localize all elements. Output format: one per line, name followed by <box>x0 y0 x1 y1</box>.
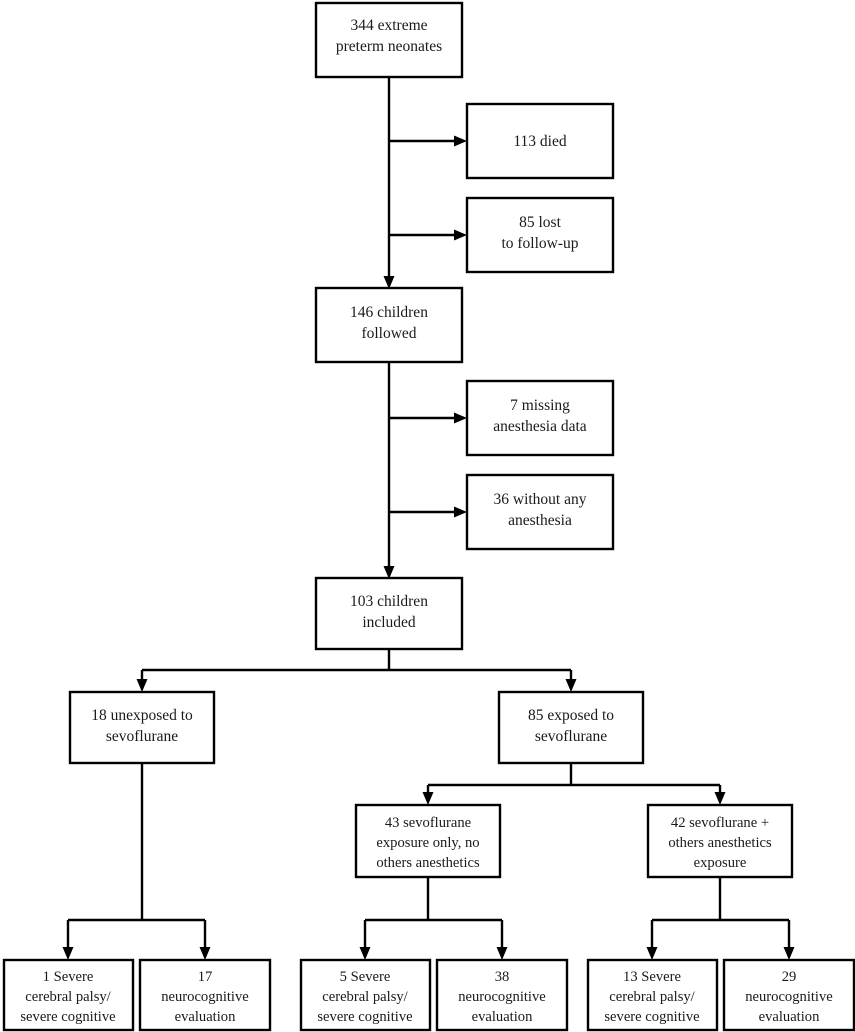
node-sevo-only-line-2: exposure only, no <box>376 835 479 851</box>
node-lost-line-1: 85 lost <box>519 214 561 231</box>
edge-sevo-plus-split-bus <box>650 877 791 954</box>
node-sevo-plus-line-3: exposure <box>694 855 747 871</box>
node-sevo-only-box[interactable] <box>354 803 502 879</box>
node-out-sevoonly-cp-line-2: cerebral palsy/ <box>322 989 408 1005</box>
node-out-unexposed-neuro-line-3: evaluation <box>175 1009 236 1025</box>
node-exposed-box[interactable] <box>497 690 645 765</box>
node-died-box[interactable] <box>465 102 615 180</box>
arrowhead-unexposed-to-neuro <box>199 947 211 960</box>
node-out-unexposed-cp-line-2: cerebral palsy/ <box>25 989 111 1005</box>
node-followed-box[interactable] <box>314 286 464 364</box>
node-out-unexposed-cp-box[interactable] <box>2 958 135 1032</box>
node-out-sevoonly-cp[interactable]: 5 Severe cerebral palsy/ severe cognitiv… <box>299 958 432 1032</box>
node-out-unexposed-neuro-line-2: neurocognitive <box>161 989 249 1005</box>
arrowhead-included-to-unexposed <box>136 679 148 692</box>
node-sevo-only-line-1: 43 sevoflurane <box>385 815 471 831</box>
node-lost[interactable]: 85 lost to follow-up <box>465 196 615 274</box>
node-out-unexposed-cp-line-1: 1 Severe <box>43 969 94 985</box>
node-included[interactable]: 103 children included <box>314 576 464 651</box>
node-no-anesthesia-line-2: anesthesia <box>508 512 572 529</box>
arrowhead-followed-to-missing-data <box>454 412 467 424</box>
node-out-sevoonly-neuro[interactable]: 38 neurocognitive evaluation <box>435 958 569 1032</box>
arrowhead-enrolled-to-died <box>454 135 467 147</box>
node-sevo-only[interactable]: 43 sevoflurane exposure only, no others … <box>354 803 502 879</box>
node-unexposed-box[interactable] <box>68 690 216 765</box>
node-sevo-plus[interactable]: 42 sevoflurane + others anesthetics expo… <box>646 803 794 879</box>
node-out-sevoplus-cp-box[interactable] <box>586 958 719 1032</box>
node-out-unexposed-neuro-line-1: 17 <box>198 969 213 985</box>
node-out-unexposed-neuro-box[interactable] <box>138 958 272 1032</box>
arrowhead-followed-to-no-anesthesia <box>454 506 467 518</box>
node-included-box[interactable] <box>314 576 464 651</box>
node-sevo-plus-line-2: others anesthetics <box>668 835 772 851</box>
node-no-anesthesia[interactable]: 36 without any anesthesia <box>465 473 615 551</box>
node-out-sevoplus-neuro[interactable]: 29 neurocognitive evaluation <box>722 958 855 1032</box>
node-out-unexposed-cp[interactable]: 1 Severe cerebral palsy/ severe cognitiv… <box>2 958 135 1032</box>
node-lost-box[interactable] <box>465 196 615 274</box>
node-unexposed[interactable]: 18 unexposed to sevoflurane <box>68 690 216 765</box>
node-enrolled-box[interactable] <box>314 1 464 79</box>
node-exposed-line-2: sevoflurane <box>535 728 607 745</box>
node-missing-data[interactable]: 7 missing anesthesia data <box>465 379 615 457</box>
edge-included-split-bus <box>140 649 573 686</box>
arrowhead-followed-to-included <box>383 566 395 579</box>
node-out-sevoonly-neuro-line-3: evaluation <box>472 1009 533 1025</box>
node-out-sevoonly-cp-box[interactable] <box>299 958 432 1032</box>
node-out-sevoplus-cp-line-1: 13 Severe <box>623 969 681 985</box>
node-out-sevoplus-neuro-line-1: 29 <box>782 969 797 985</box>
node-out-sevoplus-cp-line-2: cerebral palsy/ <box>609 989 695 1005</box>
node-no-anesthesia-box[interactable] <box>465 473 615 551</box>
node-followed[interactable]: 146 children followed <box>314 286 464 364</box>
node-died[interactable]: 113 died <box>465 102 615 180</box>
node-out-sevoplus-cp[interactable]: 13 Severe cerebral palsy/ severe cogniti… <box>586 958 719 1032</box>
node-out-sevoonly-cp-line-1: 5 Severe <box>340 969 391 985</box>
node-unexposed-line-2: sevoflurane <box>106 728 178 745</box>
node-exposed-line-1: 85 exposed to <box>528 707 614 724</box>
arrowhead-included-to-exposed <box>565 679 577 692</box>
node-sevo-plus-line-1: 42 sevoflurane + <box>671 815 769 831</box>
node-enrolled-line-1: 344 extreme <box>350 17 427 34</box>
node-lost-line-2: to follow-up <box>501 235 578 252</box>
node-included-line-1: 103 children <box>350 593 428 610</box>
node-unexposed-line-1: 18 unexposed to <box>91 707 193 724</box>
node-missing-data-box[interactable] <box>465 379 615 457</box>
arrowhead-enrolled-to-lost <box>454 229 467 241</box>
edge-exposed-split-bus <box>426 763 722 799</box>
arrowhead-enrolled-to-followed <box>383 276 395 289</box>
node-sevo-plus-box[interactable] <box>646 803 794 879</box>
node-out-sevoonly-neuro-box[interactable] <box>435 958 569 1032</box>
arrowhead-exposed-to-sevo-plus <box>714 792 726 805</box>
node-enrolled-line-2: preterm neonates <box>336 38 442 55</box>
arrowhead-unexposed-to-cp <box>62 947 74 960</box>
edge-unexposed-split-bus <box>66 763 207 954</box>
node-died-line-1: 113 died <box>513 133 566 150</box>
edge-sevo-only-split-bus <box>363 877 504 954</box>
node-exposed[interactable]: 85 exposed to sevoflurane <box>497 690 645 765</box>
node-out-unexposed-cp-line-3: severe cognitive <box>20 1009 115 1025</box>
node-out-sevoonly-neuro-line-1: 38 <box>495 969 510 985</box>
node-out-sevoplus-cp-line-3: severe cognitive <box>604 1009 699 1025</box>
node-out-sevoonly-neuro-line-2: neurocognitive <box>458 989 546 1005</box>
node-sevo-only-line-3: others anesthetics <box>376 855 480 871</box>
node-included-line-2: included <box>362 614 416 631</box>
arrowhead-sevo-only-to-cp <box>359 947 371 960</box>
arrowhead-sevo-plus-to-cp <box>646 947 658 960</box>
node-enrolled[interactable]: 344 extreme preterm neonates <box>314 1 464 79</box>
node-missing-data-line-1: 7 missing <box>510 397 570 414</box>
node-out-sevoplus-neuro-line-2: neurocognitive <box>745 989 833 1005</box>
node-out-unexposed-neuro[interactable]: 17 neurocognitive evaluation <box>138 958 272 1032</box>
node-no-anesthesia-line-1: 36 without any <box>494 491 587 508</box>
arrowhead-sevo-only-to-neuro <box>496 947 508 960</box>
node-out-sevoplus-neuro-line-3: evaluation <box>759 1009 820 1025</box>
arrowhead-sevo-plus-to-neuro <box>783 947 795 960</box>
connector-layer <box>62 77 795 960</box>
arrowhead-exposed-to-sevo-only <box>422 792 434 805</box>
node-missing-data-line-2: anesthesia data <box>493 418 587 435</box>
node-followed-line-2: followed <box>361 325 416 342</box>
node-out-sevoonly-cp-line-3: severe cognitive <box>317 1009 412 1025</box>
node-followed-line-1: 146 children <box>350 304 428 321</box>
node-out-sevoplus-neuro-box[interactable] <box>722 958 855 1032</box>
